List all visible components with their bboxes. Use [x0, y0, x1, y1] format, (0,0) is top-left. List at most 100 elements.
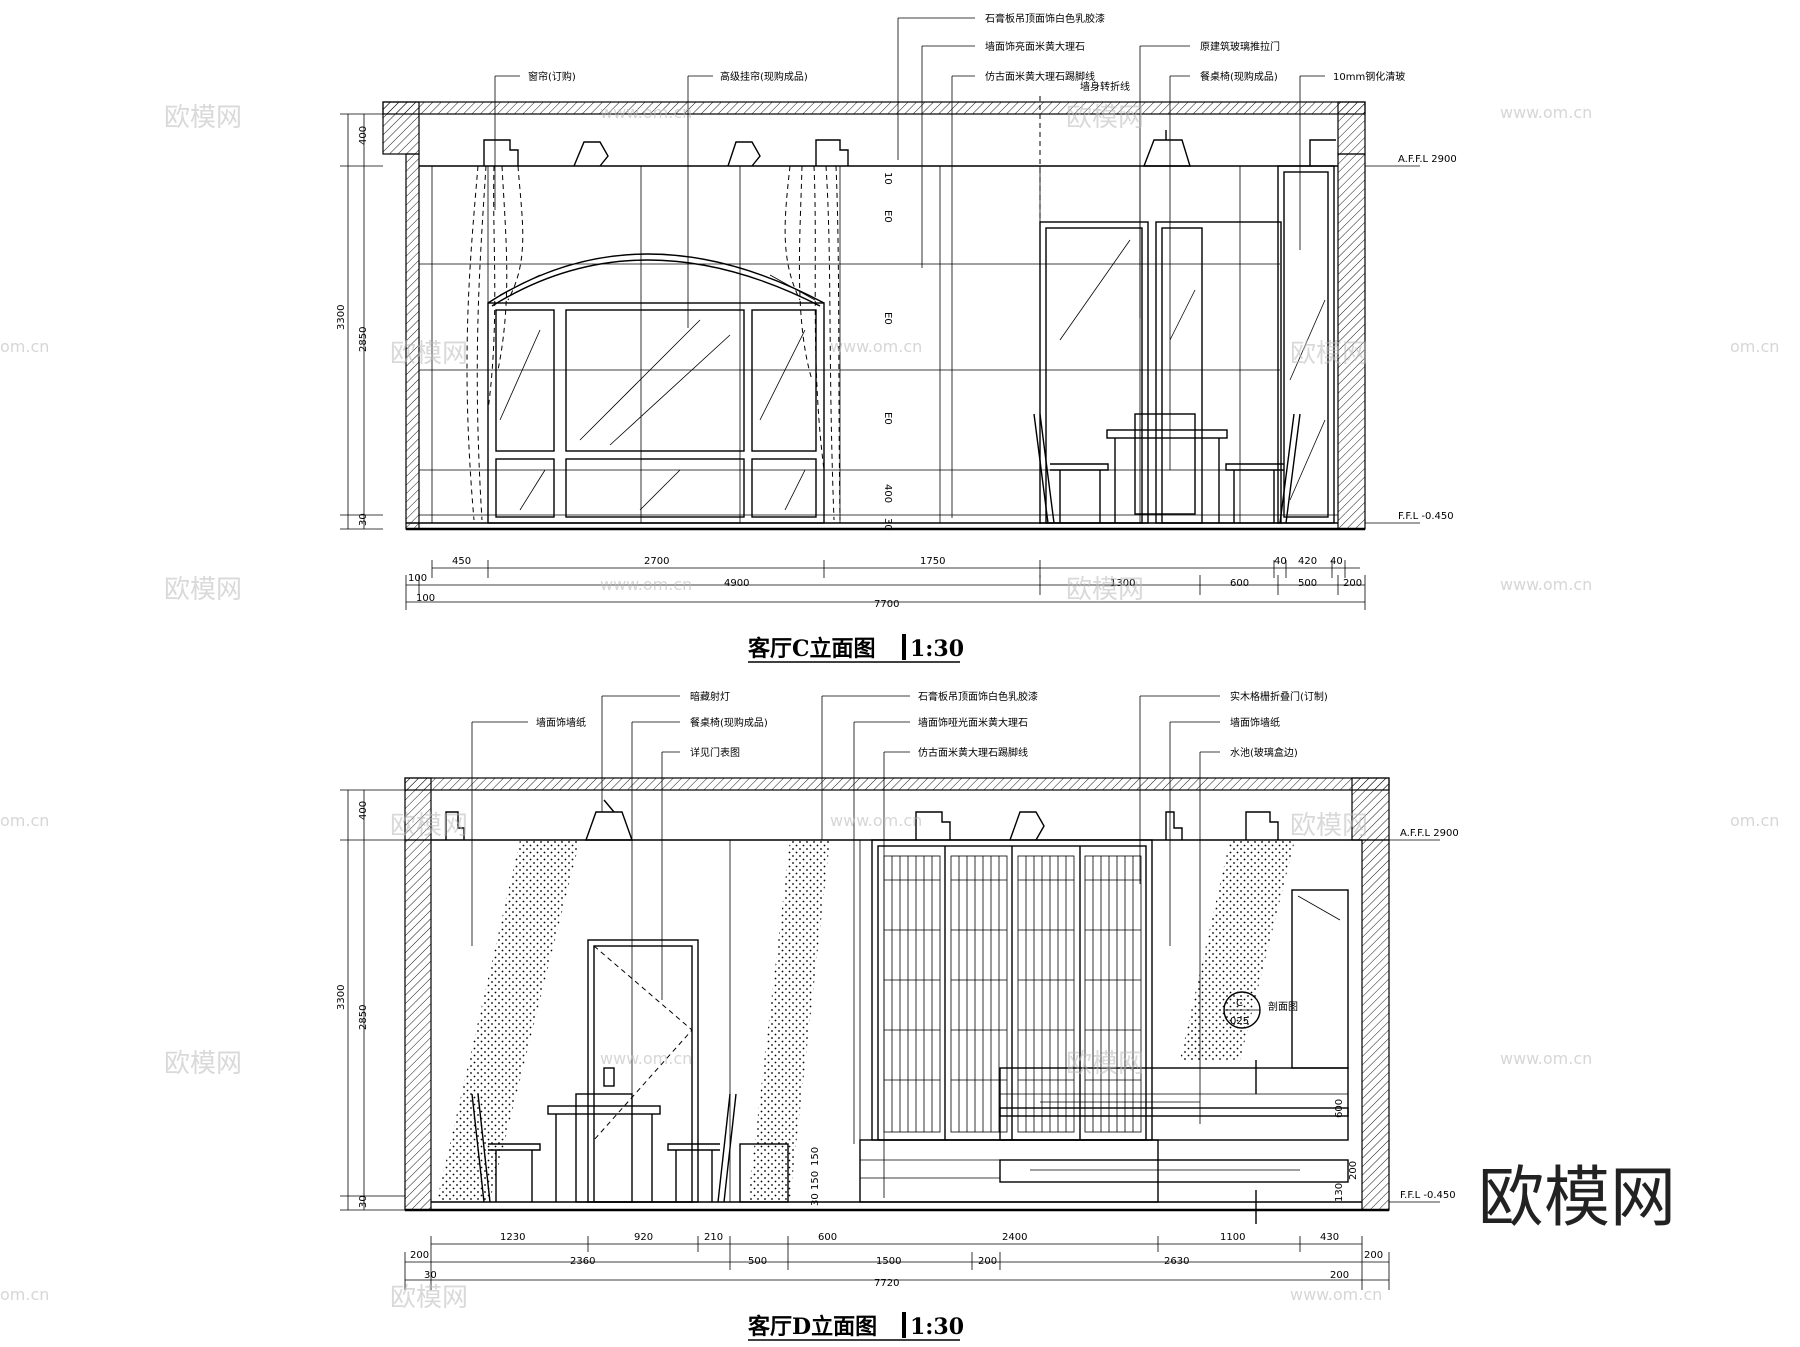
- level-ffl-c: F.F.L -0.450: [1398, 511, 1454, 522]
- dim-d-30-edge: 30: [424, 1270, 437, 1281]
- svg-text:www.om.cn: www.om.cn: [1500, 575, 1592, 594]
- label-tempered-glass: 10mm钢化清玻: [1333, 70, 1405, 83]
- rdim-d-600: 600: [1334, 1099, 1345, 1118]
- rdim-d-130: 130: [1334, 1183, 1345, 1202]
- svg-text:om.cn: om.cn: [0, 337, 49, 356]
- svg-text:om.cn: om.cn: [1730, 337, 1779, 356]
- pdim-c-10: 10: [882, 172, 893, 185]
- label-folding-door: 实木格栅折叠门(订制): [1230, 690, 1328, 703]
- dim-d-1500: 1500: [876, 1256, 901, 1267]
- label-ceiling: 石膏板吊顶面饰白色乳胶漆: [985, 12, 1105, 25]
- dim-d-total: 7720: [874, 1278, 899, 1289]
- label-curtain: 窗帘(订购): [528, 70, 576, 83]
- sink-cabinet-d: [999, 889, 1349, 1224]
- svg-text:欧模网: 欧模网: [1290, 811, 1368, 841]
- cornice-profiles-c: [483, 130, 1336, 167]
- glass-sliding-door-c: [1039, 165, 1335, 524]
- svg-text:欧模网: 欧模网: [1290, 339, 1368, 369]
- elevation-c: 窗帘(订购) 高级挂帘(现购成品) 石膏板吊顶面饰白色乳胶漆 墙面饰亮面米黄大理…: [336, 12, 1457, 663]
- annotations-c: 窗帘(订购) 高级挂帘(现购成品) 石膏板吊顶面饰白色乳胶漆 墙面饰亮面米黄大理…: [494, 12, 1457, 529]
- svg-text:欧模网: 欧模网: [390, 1283, 468, 1313]
- svg-text:欧模网: 欧模网: [1066, 575, 1144, 605]
- svg-text:欧模网: 欧模网: [164, 575, 242, 605]
- dim-d-2630: 2630: [1164, 1256, 1189, 1267]
- svg-text:www.om.cn: www.om.cn: [1290, 1285, 1382, 1304]
- elevation-d: C 025 剖面图 暗藏射灯 墙面饰墙纸 餐桌椅(现购成品) 详见门表图 石膏板…: [336, 690, 1459, 1341]
- label-wallpaper-2: 墙面饰墙纸: [1230, 716, 1280, 729]
- dim-d-200c: 200: [1364, 1250, 1383, 1261]
- logo-text: 欧模网: [1478, 1159, 1676, 1236]
- dim-c-100a: 100: [408, 573, 427, 584]
- wallpaper-dots-d: [437, 840, 1295, 1200]
- dim-d-600: 600: [818, 1232, 837, 1243]
- vdim-d-30: 30: [358, 1195, 369, 1208]
- dim-d-2400: 2400: [1002, 1232, 1027, 1243]
- label-matte-marble: 墙面饰哑光面米黄大理石: [918, 716, 1028, 729]
- section-callout-d: C 025 剖面图: [1223, 991, 1298, 1029]
- sdim-d-150b: 150: [810, 1171, 821, 1190]
- label-sink: 水池(玻璃盒边): [1230, 746, 1298, 759]
- left-wall-d: [404, 839, 432, 1211]
- svg-text:www.om.cn: www.om.cn: [1500, 103, 1592, 122]
- label-wall-marble: 墙面饰亮面米黄大理石: [985, 40, 1085, 53]
- vdim-c-3300: 3300: [336, 305, 347, 330]
- dining-set-d: [471, 1093, 789, 1203]
- vdim-c-30: 30: [358, 513, 369, 526]
- horizontal-dims-c: 450 2700 1750 40 420 40 100 100 4900 130…: [405, 556, 1366, 610]
- svg-text:www.om.cn: www.om.cn: [600, 1049, 692, 1068]
- svg-text:欧模网: 欧模网: [390, 811, 468, 841]
- sdim-d-30: 30: [810, 1193, 821, 1206]
- level-affl-d: A.F.F.L 2900: [1400, 828, 1459, 839]
- svg-text:www.om.cn: www.om.cn: [600, 575, 692, 594]
- dim-d-920: 920: [634, 1232, 653, 1243]
- vdim-d-3300: 3300: [336, 985, 347, 1010]
- pdim-c-e0c: E0: [882, 412, 893, 425]
- title-elevation-d: 客厅D立面图: [748, 1314, 877, 1340]
- dim-c-1300: 1300: [1110, 578, 1135, 589]
- left-wall-beam-d: [404, 777, 432, 841]
- svg-text:欧模网: 欧模网: [164, 103, 242, 133]
- dim-d-1230: 1230: [500, 1232, 525, 1243]
- dim-c-1750: 1750: [920, 556, 945, 567]
- svg-text:www.om.cn: www.om.cn: [830, 811, 922, 830]
- vertical-dims-d: 400 3300 2850 30 600 200 130 150 150 30: [336, 789, 1359, 1211]
- annotations-d: 暗藏射灯 墙面饰墙纸 餐桌椅(现购成品) 详见门表图 石膏板吊顶面饰白色乳胶漆 …: [471, 690, 1459, 1203]
- left-wall-beam-c: [382, 101, 420, 155]
- right-wall-d: [1361, 839, 1390, 1211]
- label-skirting: 仿古面米黄大理石踢脚线: [985, 70, 1095, 83]
- callout-note: 剖面图: [1268, 1000, 1298, 1013]
- cornice-profiles-d: [445, 799, 1279, 841]
- dim-c-2700: 2700: [644, 556, 669, 567]
- vdim-c-400: 400: [358, 126, 369, 145]
- title-elevation-c: 客厅C立面图: [748, 636, 876, 662]
- dim-d-2360: 2360: [570, 1256, 595, 1267]
- svg-text:欧模网: 欧模网: [390, 339, 468, 369]
- dining-set-c: [1033, 413, 1301, 524]
- watermarks: 欧模网 www.om.cn 欧模网 www.om.cn om.cn 欧模网 ww…: [0, 103, 1779, 1313]
- pdim-c-30: 30: [882, 518, 893, 531]
- label-dining-chairs: 餐桌椅(现购成品): [1200, 70, 1278, 83]
- dim-c-40b: 40: [1330, 556, 1343, 567]
- vdim-c-2850: 2850: [358, 327, 369, 352]
- pdim-c-e0b: E0: [882, 312, 893, 325]
- sdim-d-150a: 150: [810, 1147, 821, 1166]
- horizontal-dims-d: 1230 920 210 600 2400 1100 430 200 2360 …: [404, 1232, 1390, 1290]
- dim-d-500: 500: [748, 1256, 767, 1267]
- label-skirting-d: 仿古面米黄大理石踢脚线: [918, 746, 1028, 759]
- dim-c-600: 600: [1230, 578, 1249, 589]
- level-ffl-d: F.F.L -0.450: [1400, 1190, 1456, 1201]
- dim-c-450: 450: [452, 556, 471, 567]
- curtains-c: [466, 165, 841, 521]
- svg-text:www.om.cn: www.om.cn: [600, 103, 692, 122]
- svg-text:欧模网: 欧模网: [1066, 1049, 1144, 1079]
- callout-letter: C: [1236, 998, 1243, 1009]
- dim-c-total: 7700: [874, 599, 899, 610]
- vertical-dims-c: 400 3300 2850 30 10 E0 E0 E0 400 30: [336, 113, 893, 531]
- callout-number: 025: [1230, 1016, 1249, 1027]
- label-ceiling-d: 石膏板吊顶面饰白色乳胶漆: [918, 690, 1038, 703]
- dim-d-200a: 200: [410, 1250, 429, 1261]
- dim-c-500: 500: [1298, 578, 1317, 589]
- level-affl-c: A.F.F.L 2900: [1398, 154, 1457, 165]
- svg-text:www.om.cn: www.om.cn: [1500, 1049, 1592, 1068]
